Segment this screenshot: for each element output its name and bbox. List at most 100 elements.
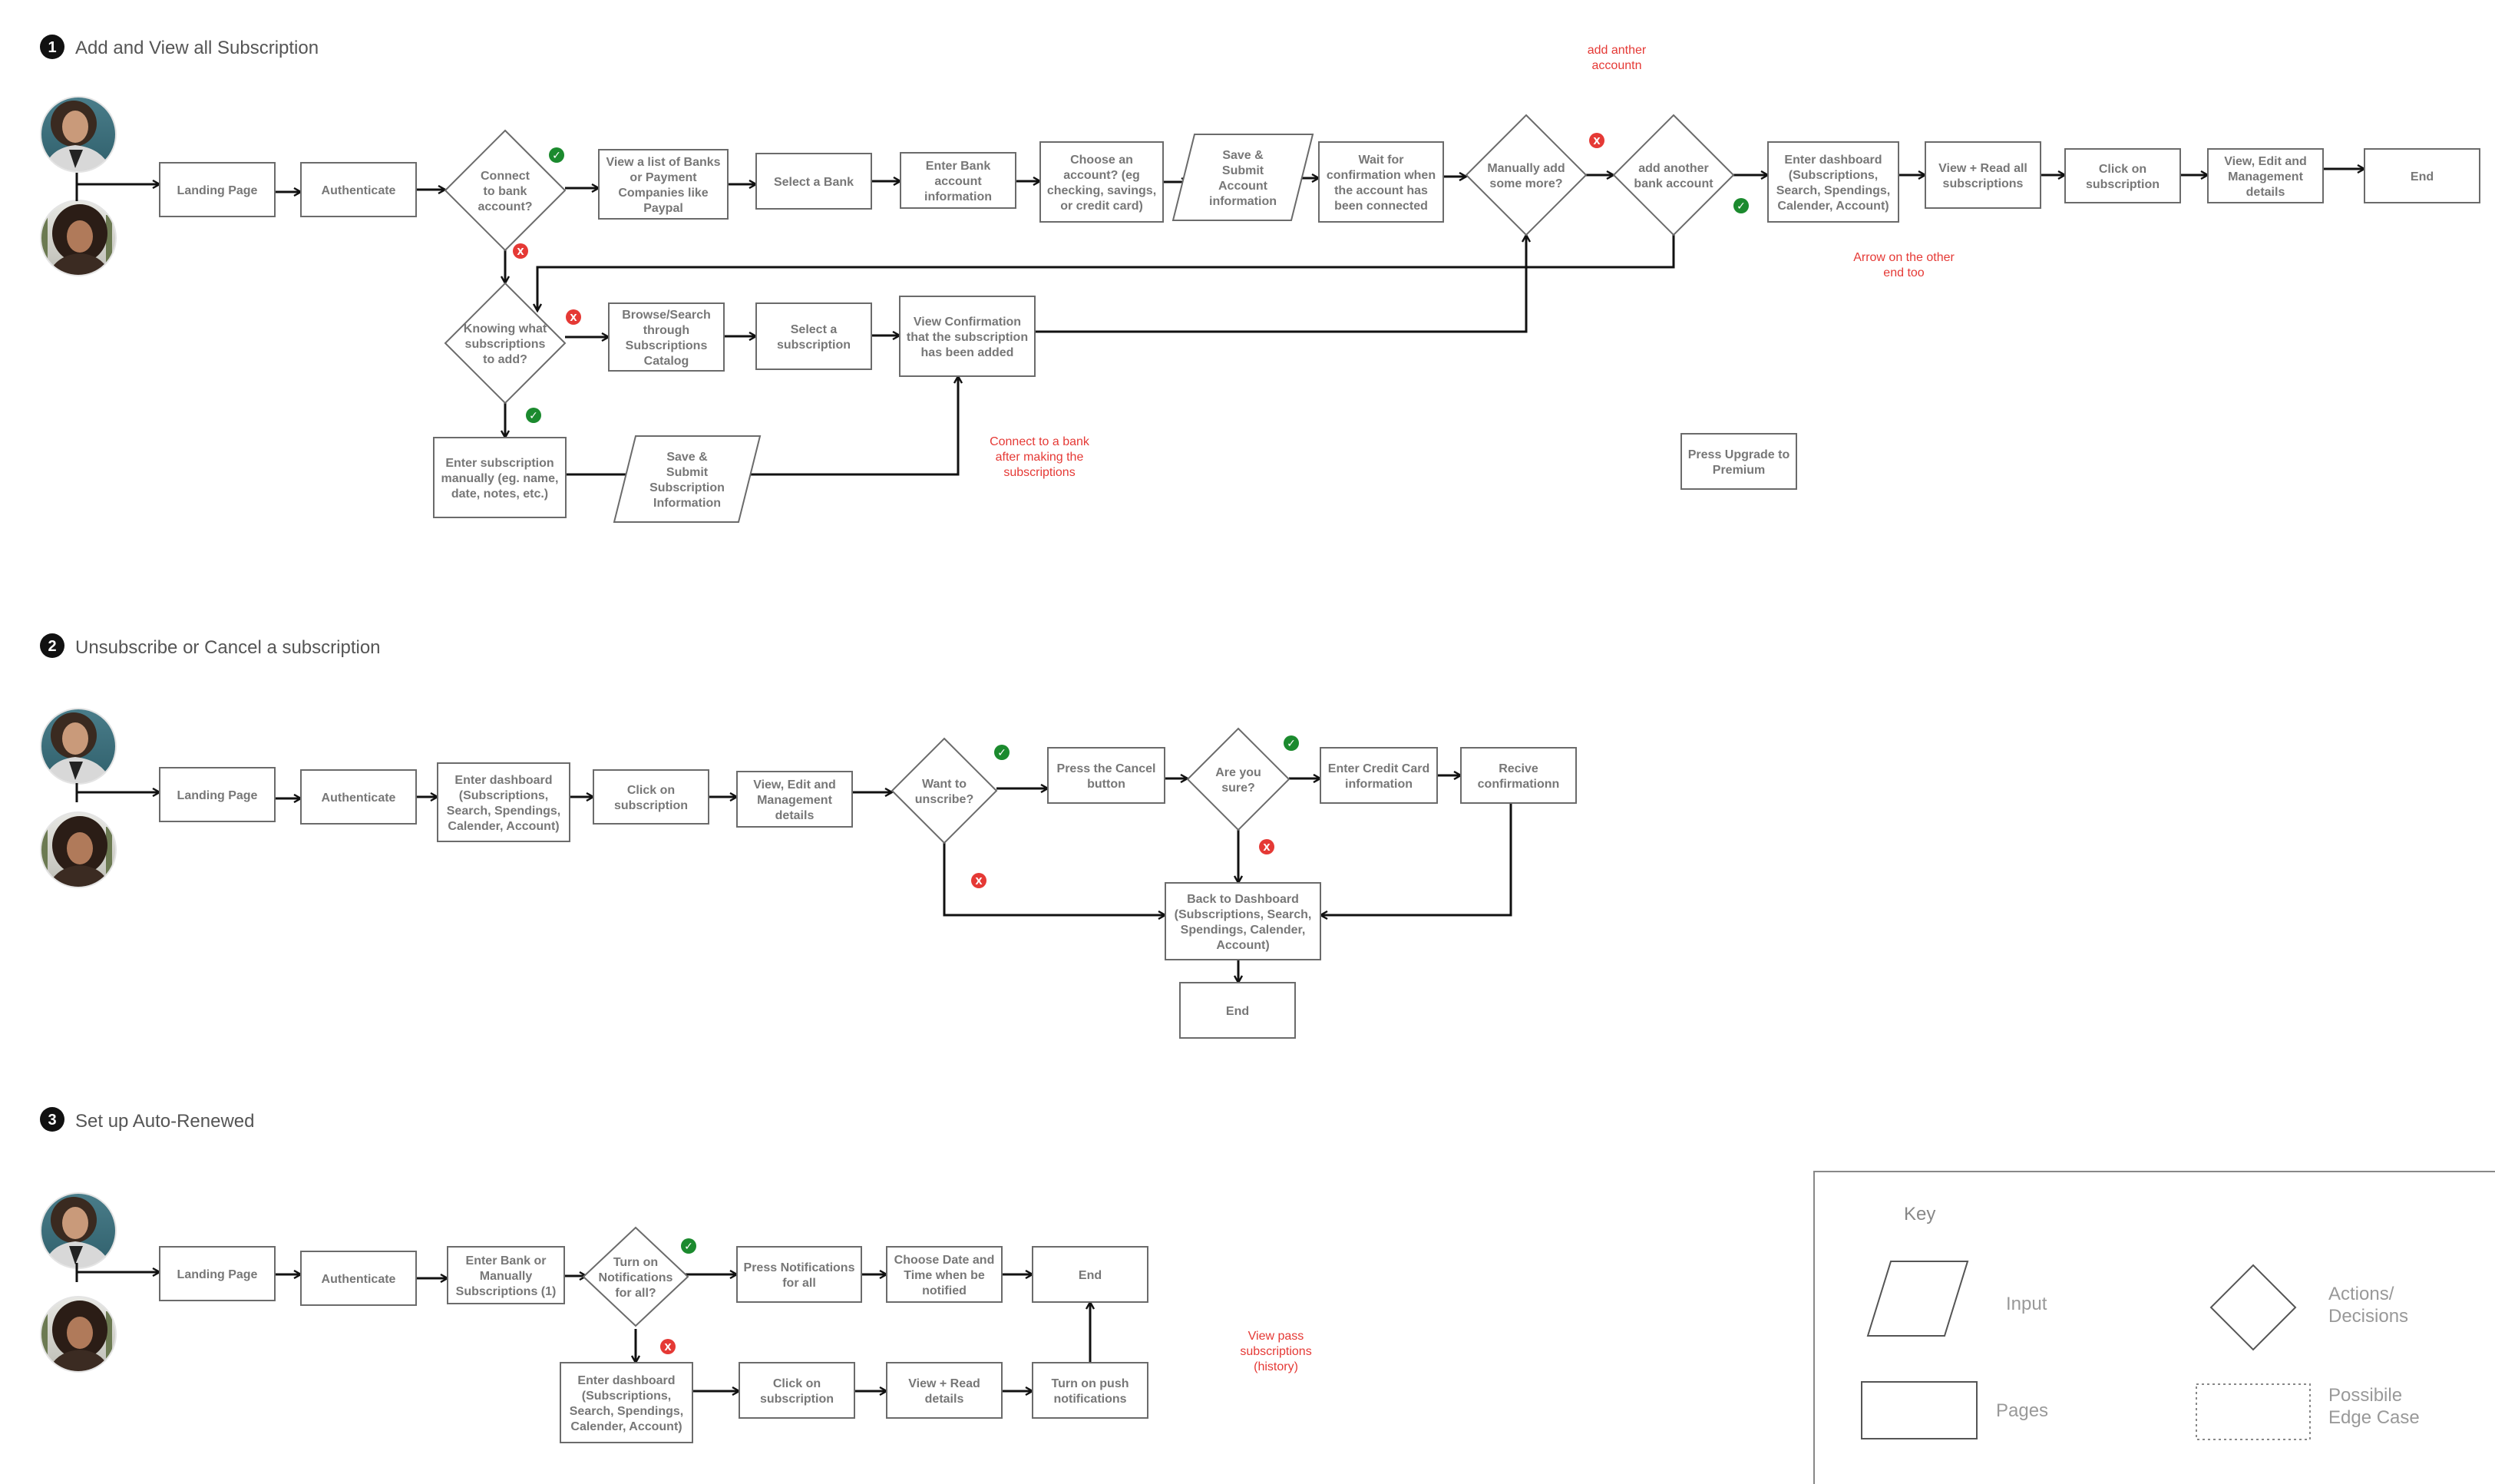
flow-number: 3 — [48, 1112, 56, 1129]
node-label: Choose an — [1070, 154, 1133, 167]
node-label: information — [1209, 195, 1277, 208]
node-label: to bank — [484, 185, 527, 198]
node-label: Click on — [2099, 163, 2146, 176]
decision-badges: ✓XX✓X✓✓X✓X✓X — [513, 133, 1749, 1354]
node-label: (Subscriptions, — [1789, 169, 1878, 182]
annotation-note: accountn — [1592, 59, 1642, 72]
node-f1-viewread: View + Read all subscriptions — [1925, 141, 2041, 209]
flow-number: 2 — [48, 638, 56, 655]
node-label: the account has — [1334, 184, 1428, 197]
node-label: account — [934, 175, 982, 188]
svg-text:X: X — [1593, 136, 1601, 147]
legend-decision-shape — [2209, 1264, 2297, 1351]
node-label: Landing Page — [177, 789, 258, 802]
avatar — [40, 200, 117, 276]
node-label: (Subscriptions, Search, — [1175, 908, 1312, 921]
node-label: End — [1079, 1269, 1102, 1282]
x-icon: X — [566, 309, 581, 325]
node-label: unscribe? — [915, 793, 973, 806]
svg-text:X: X — [517, 246, 524, 257]
node-label: Recive — [1499, 762, 1538, 775]
x-icon: X — [513, 243, 528, 259]
legend-actions-label-2: Decisions — [2328, 1306, 2408, 1327]
node-label: View + Read all — [1938, 162, 2027, 175]
flow-2-title: 2 Unsubscribe or Cancel a subscription — [40, 633, 381, 658]
node-label: for all? — [615, 1287, 656, 1300]
node-label: Landing Page — [177, 184, 258, 197]
node-label: has been added — [921, 346, 1014, 359]
node-label: Enter subscription — [445, 457, 554, 470]
annotation-note: add anther — [1588, 44, 1647, 57]
node-label: for all — [782, 1277, 816, 1290]
node-label: add another — [1638, 162, 1709, 175]
node-label: to add? — [483, 353, 527, 366]
node-label: Enter dashboard — [1784, 154, 1882, 167]
node-label: (Subscriptions, — [582, 1390, 671, 1403]
node-label: Select a Bank — [774, 176, 854, 189]
node-label: Submit — [666, 466, 709, 479]
node-label: Authenticate — [322, 1273, 396, 1286]
node-label: Enter Bank or — [466, 1254, 547, 1268]
node-label: Time when be — [904, 1269, 985, 1282]
legend-input-shape — [1866, 1261, 1969, 1337]
node-label: Landing Page — [177, 1268, 258, 1281]
node-label: subscriptions — [1943, 177, 2024, 190]
node-label: Want to — [922, 778, 967, 791]
svg-text:✓: ✓ — [1737, 200, 1746, 213]
flow-title: Add and View all Subscription — [75, 38, 319, 58]
node-label: details — [775, 809, 815, 822]
legend-title: Key — [1904, 1204, 1935, 1225]
x-icon: X — [971, 873, 986, 888]
flow-title: Set up Auto-Renewed — [75, 1111, 255, 1132]
node-label: information — [1345, 778, 1413, 791]
connector-arrow — [1320, 803, 1512, 915]
node-label: manually (eg. name, — [441, 472, 559, 485]
annotation-note: end too — [1883, 266, 1924, 279]
node-label: Companies like — [618, 187, 708, 200]
node-label: subscription — [760, 1393, 834, 1406]
svg-text:X: X — [664, 1342, 672, 1353]
node-label: (Subscriptions, — [459, 789, 548, 802]
node-label: Management — [757, 794, 832, 807]
annotation-note: Connect to a bank — [990, 435, 1090, 448]
svg-text:✓: ✓ — [997, 747, 1006, 759]
node-label: Save & — [666, 451, 708, 464]
node-label: Turn on — [613, 1256, 658, 1269]
node-label: notifications — [1053, 1393, 1126, 1406]
node-label: End — [2411, 170, 2434, 183]
annotation-note: subscriptions — [1240, 1345, 1311, 1358]
connectors — [75, 169, 2364, 1391]
node-label: Calender, Account) — [1777, 200, 1889, 213]
node-label: that the subscription — [907, 331, 1028, 344]
legend-frame — [1813, 1171, 2495, 1484]
node-label: date, notes, etc.) — [451, 488, 548, 501]
svg-text:X: X — [570, 312, 577, 323]
node-label: subscription — [614, 799, 688, 812]
svg-text:X: X — [1263, 842, 1271, 853]
node-f1-landing: Landing Page — [159, 162, 276, 217]
node-label: Account — [1218, 180, 1268, 193]
legend-actions-label-1: Actions/ — [2328, 1284, 2394, 1304]
node-label: Search, Spendings, — [1776, 184, 1890, 197]
check-icon: ✓ — [549, 147, 564, 163]
node-label: Subscriptions — [626, 339, 708, 352]
node-label: details — [2246, 186, 2285, 199]
node-f2-back: Back to Dashboard(Subscriptions, Search,… — [1165, 882, 1321, 960]
check-icon: ✓ — [1284, 735, 1299, 751]
node-label: been connected — [1334, 200, 1428, 213]
